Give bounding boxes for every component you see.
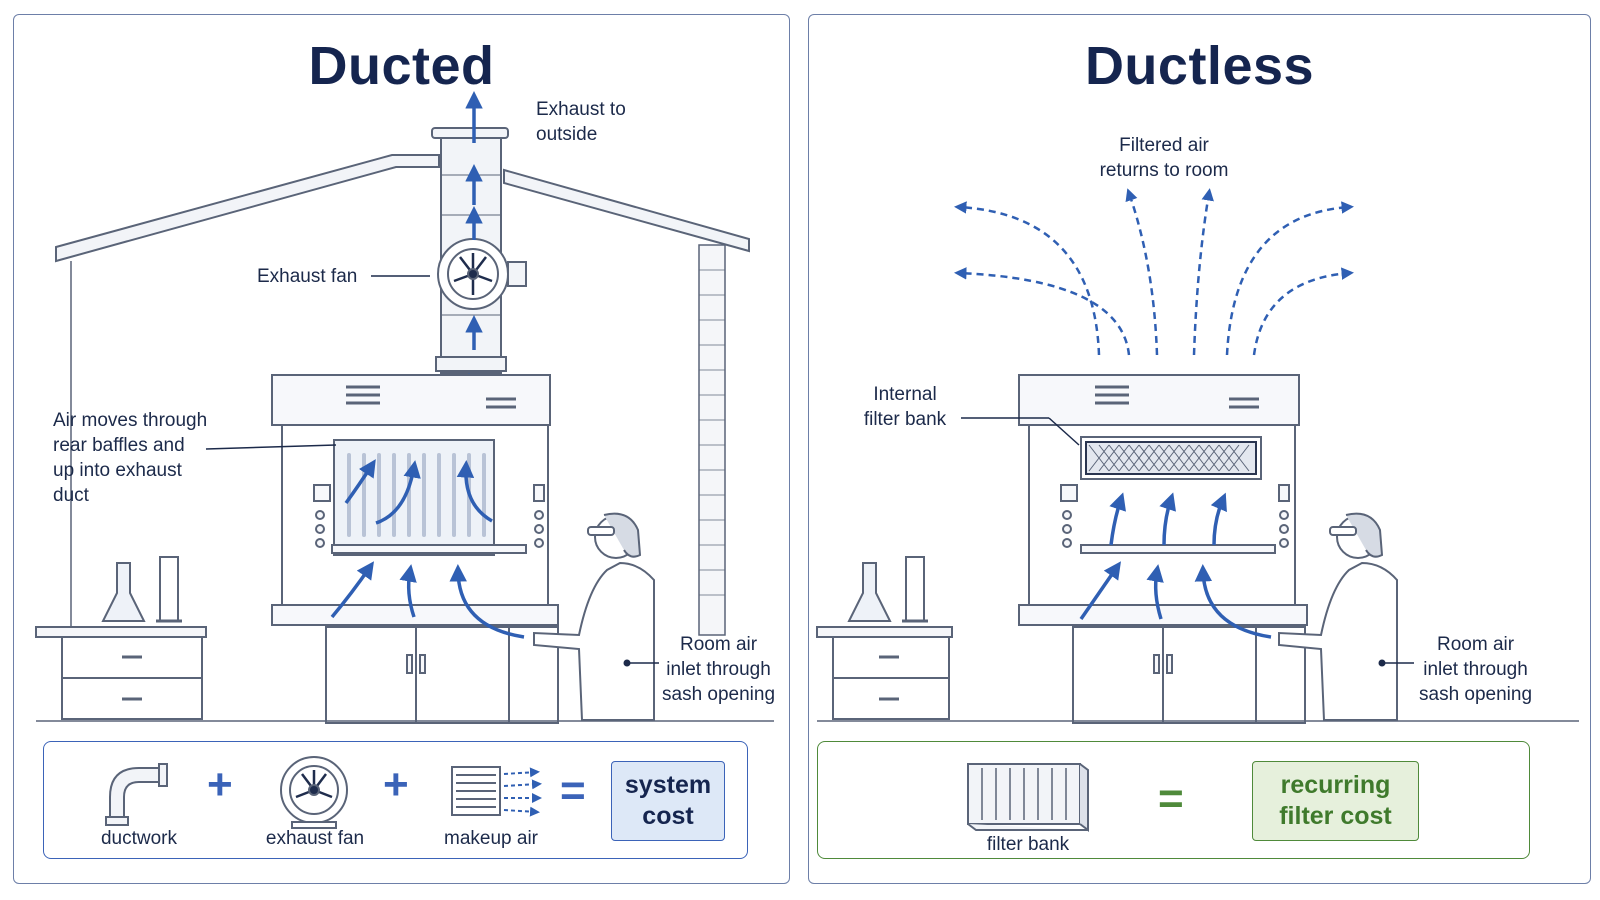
legend-ductwork-label: ductwork xyxy=(100,828,178,849)
ductwork-icon xyxy=(105,763,168,826)
legend-makeup-air-label: makeup air xyxy=(444,828,538,849)
internal-filter-bank xyxy=(1085,441,1257,475)
ductless-hood-airflow-arrows xyxy=(1079,492,1272,639)
filter-bank-icon xyxy=(967,763,1089,832)
ductless-leader-lines xyxy=(961,417,1414,664)
building-wall xyxy=(698,244,726,636)
scientist-figure xyxy=(817,512,1579,722)
ducted-legend-icons xyxy=(105,756,542,829)
ductless-title: Ductless xyxy=(1084,36,1315,96)
plus-sign: + xyxy=(207,760,233,809)
inlet-leader-dot xyxy=(623,659,631,667)
building-roof xyxy=(55,154,750,715)
legend-exhaust-fan-label: exhaust fan xyxy=(265,828,365,849)
equals-sign: = xyxy=(560,766,586,815)
equals-sign: = xyxy=(1158,774,1184,823)
lab-bench xyxy=(35,626,207,720)
ducted-panel: Ducted xyxy=(13,14,790,884)
exhaust-fan-label: Exhaust fan xyxy=(257,266,358,287)
ducted-scene-illustration xyxy=(35,91,774,724)
exhaust-fan-icon xyxy=(280,756,348,829)
lab-glassware xyxy=(101,556,182,623)
ductless-hood-cabinet xyxy=(1018,374,1308,724)
ducted-cost-legend: ductwork + exhaust fan + makeup air = sy… xyxy=(43,741,748,859)
lab-bench xyxy=(816,626,953,720)
scientist-figure xyxy=(36,512,774,722)
rear-baffles xyxy=(347,453,486,537)
ductless-panel: Ductless xyxy=(808,14,1591,884)
legend-filter-bank-label: filter bank xyxy=(986,834,1070,855)
hood-airflow-arrows xyxy=(330,459,525,639)
filtered-air-return-arrows xyxy=(954,188,1354,356)
ducted-title: Ducted xyxy=(308,36,495,96)
ductless-legend-icons xyxy=(967,763,1089,832)
ductless-scene-illustration xyxy=(816,188,1579,724)
ducted-leader-lines xyxy=(205,275,659,664)
plus-sign: + xyxy=(383,760,409,809)
lab-glassware xyxy=(847,556,928,623)
fume-hood-cabinet xyxy=(271,374,559,724)
inlet-leader-dot xyxy=(1378,659,1386,667)
makeup-air-icon xyxy=(451,766,542,817)
exhaust-fan-unit xyxy=(437,238,527,310)
